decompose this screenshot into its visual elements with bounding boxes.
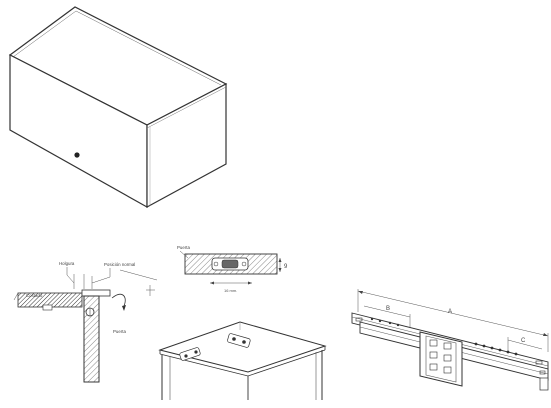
cabinet-drawing xyxy=(8,6,228,209)
label-posicion-normal: Posición normal xyxy=(104,262,135,267)
cabinet-corner-drawing xyxy=(158,321,327,400)
corner-hinge-right xyxy=(227,333,251,348)
label-16mm: 16 mm. xyxy=(224,288,237,293)
label-puerta-a: Puerta xyxy=(113,329,126,334)
label-dim-C: C xyxy=(521,338,526,344)
cabinet-side-face xyxy=(146,83,227,209)
label-dim-B: B xyxy=(386,306,390,312)
corner-hinge-left xyxy=(179,347,201,361)
corner-top-panel xyxy=(158,321,327,373)
cabinet-front-edge xyxy=(146,86,227,129)
label-puerta-b: Puerta xyxy=(177,245,190,250)
rotation-arrow xyxy=(111,293,126,307)
drawer-slide-drawing: A B C xyxy=(351,289,549,391)
label-dim-9: 9 xyxy=(284,264,288,270)
hinge-section-drawing: Holgura Posición normal Costado Puerta xyxy=(13,261,158,383)
hinge-plan-drawing: Puerta 9 16 mm. xyxy=(177,245,288,293)
hinge-plate xyxy=(81,289,111,297)
door-knob xyxy=(74,152,80,158)
label-dim-A: A xyxy=(448,309,452,315)
label-holgura: Holgura xyxy=(59,261,75,266)
cabinet-top-inner-edge xyxy=(12,10,222,86)
